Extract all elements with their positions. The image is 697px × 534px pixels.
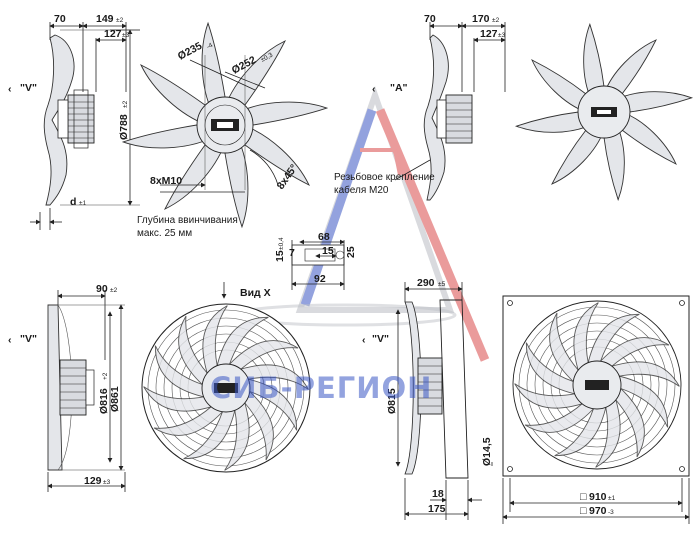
dim-x-15-vertical: 15	[274, 250, 286, 262]
dim-18: 18	[432, 488, 444, 500]
dim-290: 290	[417, 277, 435, 289]
dim-70-top-right: 70	[424, 13, 436, 25]
dim-129-tol: ±3	[103, 479, 111, 486]
dim-d14-5: Ø14,5	[481, 437, 493, 466]
dim-d-tol: ±1	[79, 200, 87, 207]
dim-d816-tol: +2	[102, 372, 109, 380]
dim-970-tol: -3	[608, 509, 614, 516]
dim-127-top-left: 127	[104, 28, 122, 40]
detail-x-label: Вид X	[240, 287, 271, 299]
note-cable-gland-2: кабеля M20	[334, 184, 389, 196]
bottom-middle-front-view	[141, 282, 311, 473]
dim-149-tol: ±2	[116, 17, 124, 24]
dim-d788: Ø788	[118, 114, 130, 140]
dim-x-92: 92	[314, 273, 326, 285]
note-cable-gland-1: Резьбовое крепление	[334, 171, 435, 183]
dim-d: d	[70, 196, 76, 208]
dim-d816: Ø816	[98, 388, 110, 414]
top-left-side-view: ‹ "V" 70 149 ±2 127 ±3 Ø788 ±2 d ±1	[8, 13, 140, 230]
view-arrow-bottom-mid: ‹	[362, 334, 366, 346]
dim-x-7: 7	[289, 247, 295, 259]
bottom-left-side-view: ‹ "V" 90 ±2 Ø816 +2 Ø861 129 ±3	[8, 283, 126, 492]
dim-d235-tol: -4	[206, 42, 215, 51]
dim-d235: Ø235	[176, 40, 204, 63]
top-right-side-view: ‹ "A" 70 170 ±2 127 ±3 Резьбовое креплен…	[334, 13, 506, 201]
view-arrow-label: ‹	[8, 83, 12, 95]
dim-129: 129	[84, 475, 102, 487]
dim-d788-tol: ±2	[122, 100, 129, 108]
bottom-mid-side-view: ‹ "V" 290 ±5 Ø815 18 175	[362, 277, 482, 520]
dim-8xm10: 8xM10	[150, 175, 182, 187]
dim-127-top-right: 127	[480, 28, 498, 40]
view-label-v-bottom-mid: "V"	[372, 333, 389, 345]
dim-290-tol: ±5	[438, 281, 446, 288]
dim-d861: Ø861	[109, 386, 121, 412]
detail-x-view: 15 ±0,4 7 68 15 25 92 Вид X	[240, 231, 357, 299]
dim-970: 970	[589, 505, 607, 517]
dim-70-top-left: 70	[54, 13, 66, 25]
view-arrow-a: ‹	[372, 83, 376, 95]
watermark-text: СИБ-РЕГИОН	[210, 371, 432, 405]
dim-d815: Ø815	[386, 388, 398, 414]
dim-x-68: 68	[318, 231, 330, 243]
dim-175: 175	[428, 503, 446, 515]
dim-x-25: 25	[345, 246, 357, 258]
dim-910: 910	[589, 491, 607, 503]
dim-square-970-symbol: □	[580, 505, 587, 517]
dim-square-910-symbol: □	[580, 491, 587, 503]
dim-170-tol: ±2	[492, 17, 500, 24]
view-arrow-bottom-left: ‹	[8, 334, 12, 346]
note-screw-depth-2: макс. 25 мм	[137, 228, 192, 239]
view-label-a: "A"	[390, 82, 408, 94]
dim-127-top-right-tol: ±3	[498, 32, 506, 39]
dim-170: 170	[472, 13, 490, 25]
dim-x-tol: ±0,4	[278, 237, 285, 250]
top-right-front-view	[514, 22, 694, 202]
top-left-front-view: Ø235 -4 Ø252 ±0,3 8xM10 8x45° Глубина вв…	[121, 21, 329, 239]
watermark-logo	[233, 85, 490, 362]
view-label-v-bottom-left: "V"	[20, 333, 37, 345]
dim-90-tol: ±2	[110, 287, 118, 294]
dim-90: 90	[96, 283, 108, 295]
dim-127-top-left-tol: ±3	[122, 32, 130, 39]
bottom-right-front-view: Ø14,5 □ 910 ±1 □ 970 -3	[481, 295, 690, 524]
dim-149: 149	[96, 13, 114, 25]
dim-x-15: 15	[322, 245, 334, 257]
view-label-v-top-left: "V"	[20, 82, 37, 94]
note-screw-depth-1: Глубина ввинчивания	[137, 214, 238, 226]
dim-910-tol: ±1	[608, 495, 616, 502]
